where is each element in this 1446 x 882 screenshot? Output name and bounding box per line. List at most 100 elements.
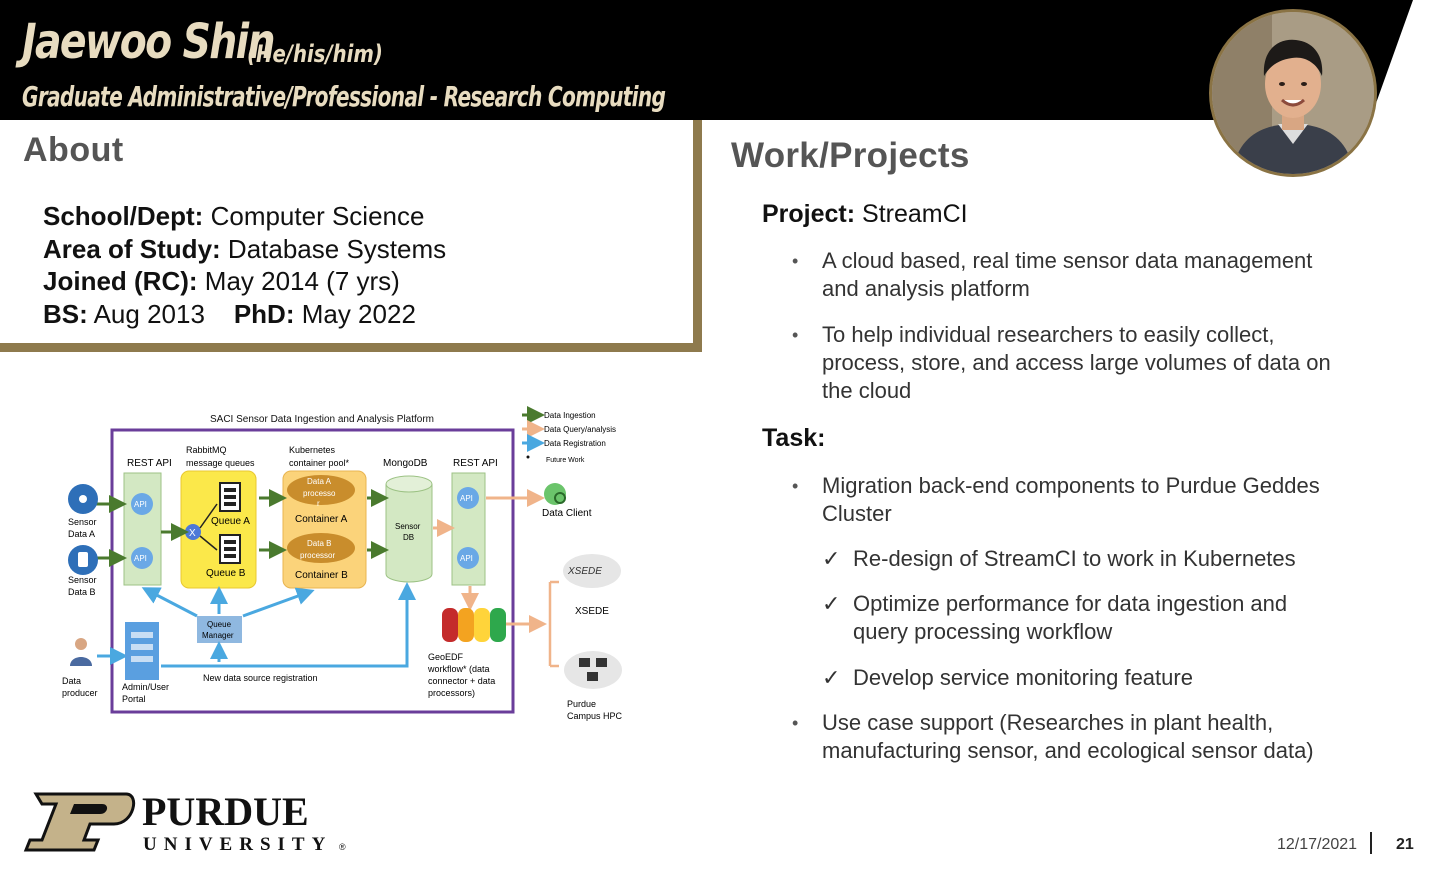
purdue-p-mark-icon <box>23 792 136 852</box>
bullet-icon: • <box>792 325 799 345</box>
legend-query: Data Query/analysis <box>544 425 616 434</box>
api-label: API <box>134 554 147 563</box>
area-value: Database Systems <box>227 233 447 264</box>
bs-value: Aug 2013 <box>93 298 205 329</box>
check-text: Optimize performance for data ingestion … <box>853 591 1288 616</box>
project-bullet-1: • A cloud based, real time sensor data m… <box>792 247 1312 303</box>
phd-label: PhD: <box>233 298 295 329</box>
processor-b-label-2: processor <box>300 551 335 560</box>
bullet-text: process, store, and access large volumes… <box>822 350 1331 375</box>
hpc-label-2: Campus HPC <box>567 711 623 721</box>
degree-line: BS: Aug 2013 PhD: May 2022 <box>43 298 446 331</box>
geoedf-label: GeoEDF <box>428 652 464 662</box>
joined-value: May 2014 (7 yrs) <box>204 266 400 296</box>
check-item-2: ✓ Optimize performance for data ingestio… <box>822 590 1288 646</box>
geoedf-label-2: workflow* (data <box>427 664 490 674</box>
processor-a-label-2: processo <box>303 489 336 498</box>
bullet-text: manufacturing sensor, and ecological sen… <box>822 738 1314 763</box>
api-icon <box>131 547 153 569</box>
hpc-label: Purdue <box>567 699 596 709</box>
bullet-text: Use case support (Researches in plant he… <box>822 710 1274 735</box>
task-bullet-1: • Migration back-end components to Purdu… <box>792 472 1320 528</box>
project-label: Project: <box>762 200 856 228</box>
sensor-a-label: Sensor <box>68 517 97 527</box>
api-label: API <box>460 554 473 563</box>
xsede-cloud-icon <box>563 554 621 588</box>
xsede-logo-text: XSEDE <box>567 566 602 577</box>
about-title: About <box>23 131 124 169</box>
legend-future: Future Work <box>546 457 585 464</box>
kubernetes-label: Kubernetes <box>289 445 336 455</box>
joined-label: Joined (RC): <box>43 266 198 296</box>
rabbitmq-label: RabbitMQ <box>186 445 227 455</box>
check-text: Re-design of StreamCI to work in Kuberne… <box>853 546 1296 571</box>
school-label: School/Dept: <box>43 201 204 231</box>
bullet-text: Cluster <box>822 501 892 526</box>
exchange-icon <box>185 524 201 540</box>
pronouns: (He/his/him) <box>247 40 383 68</box>
queue-manager-label-2: Manager <box>202 631 234 640</box>
api-label: API <box>460 494 473 503</box>
legend-future-dot <box>526 455 530 459</box>
rest-api-right-label: REST API <box>453 458 498 469</box>
kubernetes-label-2: container pool* <box>289 458 350 468</box>
rabbitmq-label-2: message queues <box>186 458 255 468</box>
queue-b-label: Queue B <box>206 568 246 579</box>
bullet-icon: • <box>792 251 799 271</box>
processor-a-label-3: r <box>317 499 320 508</box>
data-producer-label: Data <box>62 676 81 686</box>
work-title: Work/Projects <box>731 136 970 175</box>
queue-manager-label: Queue <box>207 620 232 629</box>
checkmark-icon: ✓ <box>822 591 841 616</box>
school-value: Computer Science <box>210 201 425 231</box>
geoedf-icon <box>442 608 458 642</box>
data-client-icon <box>544 483 566 505</box>
school-line: School/Dept: Computer Science <box>43 200 446 233</box>
processor-b-cloud <box>287 533 355 563</box>
check-item-3: ✓ Develop service monitoring feature <box>822 664 1193 692</box>
about-panel <box>0 120 702 352</box>
queue-a-label: Queue A <box>211 516 250 527</box>
person-name: Jaewoo Shin <box>22 14 276 70</box>
sensor-db-cylinder <box>385 484 433 583</box>
data-producer-icon <box>75 638 87 650</box>
bullet-text: and analysis platform <box>822 276 1030 301</box>
sensor-b-label: Sensor <box>68 575 97 585</box>
data-client-label: Data Client <box>542 508 592 519</box>
checkmark-icon: ✓ <box>822 665 841 690</box>
project-bullet-2: • To help individual researchers to easi… <box>792 321 1331 405</box>
check-text: Develop service monitoring feature <box>853 665 1193 690</box>
header-band: Jaewoo Shin (He/his/him) Graduate Admini… <box>0 0 1446 120</box>
position-title: Graduate Administrative/Professional - R… <box>22 80 666 113</box>
exchange-label: X <box>189 528 196 539</box>
diagram-title: SACI Sensor Data Ingestion and Analysis … <box>210 414 434 425</box>
rest-api-left-label: REST API <box>127 458 172 469</box>
api-icon <box>457 487 479 509</box>
admin-portal-icon <box>125 622 159 680</box>
area-line: Area of Study: Database Systems <box>43 233 446 266</box>
sensor-db-label-2: DB <box>403 533 414 542</box>
project-line: Project: StreamCI <box>762 200 968 229</box>
api-icon <box>131 493 153 515</box>
page-number: 21 <box>1396 836 1414 853</box>
purdue-logo: PURDUE UNIVERSITY ® <box>23 790 346 855</box>
processor-b-label: Data B <box>307 539 331 548</box>
xsede-label: XSEDE <box>575 606 609 617</box>
registration-label: New data source registration <box>203 673 318 683</box>
platform-frame <box>110 428 515 714</box>
bs-label: BS: <box>43 298 88 329</box>
sensor-db-label: Sensor <box>395 522 421 531</box>
mongodb-label: MongoDB <box>383 458 428 469</box>
about-details: School/Dept: Computer Science Area of St… <box>43 200 446 330</box>
project-value: StreamCI <box>862 200 968 228</box>
api-label: API <box>134 500 147 509</box>
logo-line-1: PURDUE <box>142 790 309 834</box>
joined-line: Joined (RC): May 2014 (7 yrs) <box>43 265 446 298</box>
header-background <box>0 0 1413 120</box>
architecture-diagram: SACI Sensor Data Ingestion and Analysis … <box>62 406 623 721</box>
bullet-icon: • <box>792 476 799 496</box>
bullet-text: the cloud <box>822 378 912 403</box>
task-label: Task: <box>762 424 826 452</box>
area-label: Area of Study: <box>43 233 221 264</box>
geoedf-label-4: processors) <box>428 688 475 698</box>
